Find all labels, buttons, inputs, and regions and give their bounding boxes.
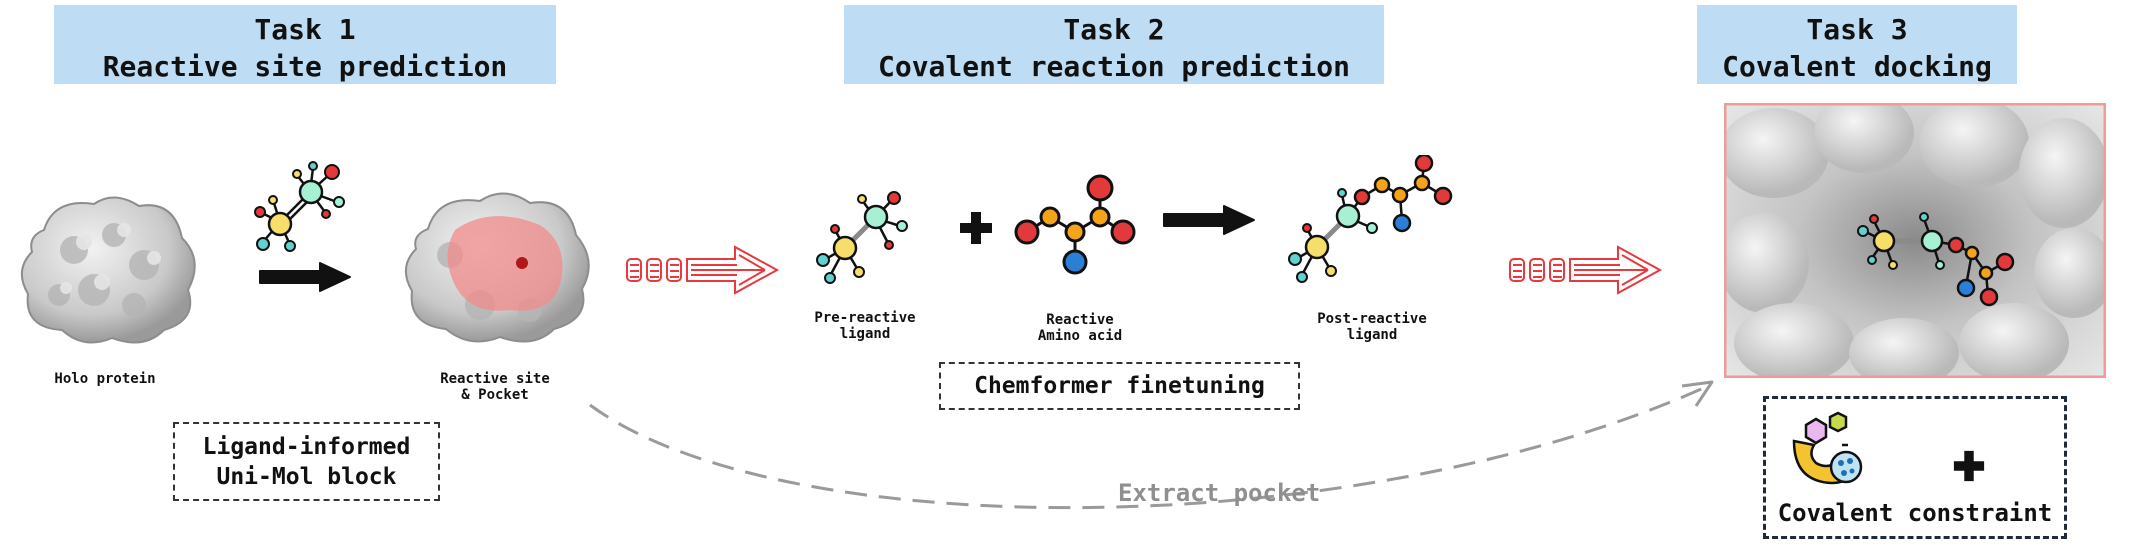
covalent-constraint-label: Covalent constraint	[1777, 499, 2053, 527]
holo-protein-caption: Holo protein	[30, 371, 180, 387]
extract-pocket-arrow	[580, 370, 1720, 540]
pre-reactive-label-line2: ligand	[839, 326, 891, 342]
reactive-site-caption: Reactive site & Pocket	[420, 371, 570, 403]
ligand-molecule-task1	[245, 160, 355, 260]
extract-pocket-label: Extract pocket	[1118, 479, 1321, 507]
holo-protein-image	[14, 190, 204, 350]
task2-title: Covalent reaction prediction	[877, 50, 1350, 83]
reactive-aa-label-line1: Reactive	[1046, 312, 1114, 328]
unimol-block-box: Ligand-informed Uni-Mol block	[173, 422, 440, 501]
task1-title: Reactive site prediction	[102, 50, 508, 83]
pre-reactive-ligand-molecule	[810, 188, 920, 288]
enzyme-substrate-icon	[1786, 411, 1876, 491]
task2-label: Task 2	[1063, 13, 1165, 46]
post-reactive-ligand-molecule	[1282, 155, 1462, 295]
black-arrow-task2	[1162, 205, 1257, 235]
unimol-line2: Uni-Mol block	[216, 464, 397, 490]
post-reactive-label-line1: Post-reactive	[1317, 311, 1427, 327]
plus-icon-task3	[1952, 449, 1986, 483]
reactive-site-label-line2: & Pocket	[461, 387, 529, 403]
holo-protein-label: Holo protein	[54, 371, 156, 387]
task3-title: Covalent docking	[1722, 50, 1992, 83]
pre-reactive-caption: Pre-reactive ligand	[790, 310, 940, 342]
chemformer-box: Chemformer finetuning	[939, 362, 1300, 410]
reactive-amino-acid-molecule	[1005, 172, 1180, 282]
post-reactive-caption: Post-reactive ligand	[1297, 311, 1447, 343]
task1-label: Task 1	[254, 13, 356, 46]
reactive-site-label-line1: Reactive site	[440, 371, 550, 387]
red-hatched-arrow-2	[1508, 245, 1663, 295]
unimol-line1: Ligand-informed	[202, 434, 411, 460]
task2-header: Task 2 Covalent reaction prediction	[844, 5, 1384, 84]
task3-header: Task 3 Covalent docking	[1697, 5, 2017, 84]
covalent-constraint-box: Covalent constraint	[1763, 396, 2067, 539]
reactive-aa-label-line2: Amino acid	[1037, 328, 1123, 344]
task1-header: Task 1 Reactive site prediction	[54, 5, 556, 84]
plus-icon-task2	[958, 210, 994, 246]
task3-label: Task 3	[1806, 13, 1908, 46]
covalent-docking-image	[1724, 103, 2106, 378]
reactive-aa-caption: Reactive Amino acid	[1005, 312, 1155, 344]
black-arrow-task1	[258, 262, 353, 292]
post-reactive-label-line2: ligand	[1346, 327, 1398, 343]
chemformer-label: Chemformer finetuning	[974, 373, 1265, 399]
reactive-site-protein-image	[400, 185, 600, 350]
red-hatched-arrow-1	[625, 245, 780, 295]
pre-reactive-label-line1: Pre-reactive	[814, 310, 916, 326]
